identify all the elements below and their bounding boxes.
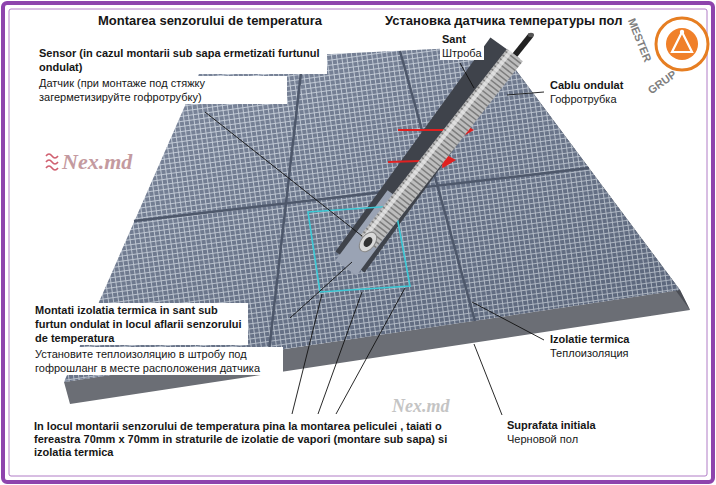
inner-frame — [9, 9, 707, 476]
callout-text: Sant — [440, 32, 468, 46]
logo-compass — [672, 32, 692, 52]
watermark-wave — [46, 154, 58, 158]
logo-ring — [656, 18, 708, 70]
corrugated-conduit — [368, 55, 515, 242]
leader-line — [290, 262, 352, 318]
callout-text: Suprafata initiala — [505, 418, 598, 432]
watermark: Nex.md — [62, 148, 132, 176]
logo-text: GRUP — [645, 67, 679, 97]
callout-text: Установите теплоизоляцию в штробу под го… — [33, 347, 283, 375]
callout-text: Гофротрубка — [548, 92, 619, 106]
callout-text: Sensor (in cazul montarii sub sapa ermet… — [37, 46, 327, 74]
callout-text: Теплоизоляция — [548, 346, 631, 360]
panel-seam — [134, 168, 589, 221]
callout-text: Штроба — [440, 46, 484, 60]
sensor-tip — [362, 235, 374, 248]
sensor-cable — [515, 35, 531, 55]
watermark-wave — [46, 166, 58, 170]
leader-line — [472, 302, 544, 340]
callout-text: In locul montarii senzorului de temperat… — [32, 420, 472, 459]
cable-end — [528, 33, 534, 37]
leader-line — [507, 92, 544, 95]
callout-text: Cablu ondulat — [548, 78, 625, 92]
outer-frame — [3, 3, 713, 482]
conduit-opening — [356, 229, 381, 255]
conduit-ribs — [368, 55, 515, 242]
leader-line — [205, 112, 362, 236]
logo-disc — [666, 28, 698, 60]
callout-text: Датчик (при монтаже под стяжку загермети… — [37, 76, 287, 104]
callout-text: Montati izolatia termica in sant sub fur… — [33, 303, 248, 345]
title: Установка датчика температуры пол — [385, 12, 622, 29]
callout-text: Izolatie termica — [548, 332, 631, 346]
callout-text: Черновой пол — [505, 432, 580, 446]
watermark: Nex.md — [392, 395, 450, 418]
leader-line — [292, 294, 322, 414]
logo-compass-pin — [680, 30, 684, 34]
leader-line — [336, 288, 405, 414]
logo-text: MESTER — [625, 16, 655, 64]
leader-line — [474, 344, 502, 415]
leader-line — [318, 292, 362, 414]
watermark-wave — [46, 160, 58, 164]
leader-line — [460, 63, 474, 88]
title: Montarea senzorului de temperatura — [98, 12, 322, 29]
conduit-highlight — [364, 51, 511, 238]
